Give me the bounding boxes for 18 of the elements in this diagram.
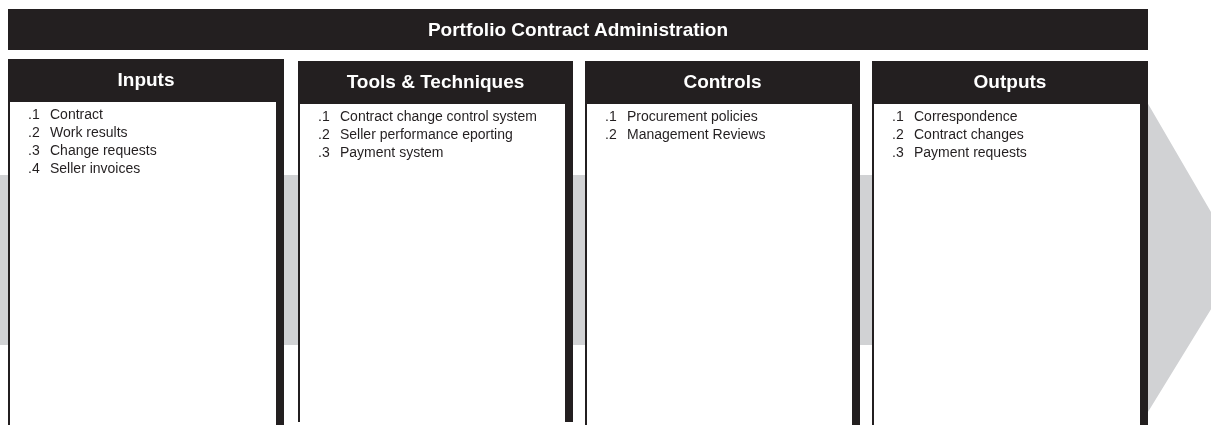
list-item: .3 Payment system <box>318 143 445 161</box>
list-item: .2 Management Reviews <box>605 125 767 143</box>
list-item: .1 Correspondence <box>892 107 1019 125</box>
column-heading: Outputs <box>972 70 1048 94</box>
column-heading: Tools & Techniques <box>345 70 526 94</box>
title-text: Portfolio Contract Administration <box>427 18 729 41</box>
list-item: .1 Contract <box>28 105 104 123</box>
list-item: .3 Payment requests <box>892 143 1028 161</box>
list-item: .1 Procurement policies <box>605 107 759 125</box>
list-item: .4 Seller invoices <box>28 159 142 177</box>
column-heading: Inputs <box>116 68 176 92</box>
list-item: .2 Seller performance eporting <box>318 125 514 143</box>
list-item: .2 Work results <box>28 123 129 141</box>
list-item: .3 Change requests <box>28 141 158 159</box>
title-bar <box>8 9 1148 50</box>
list-item: .1 Contract change control system <box>318 107 538 125</box>
column-heading: Controls <box>682 70 763 94</box>
list-item: .2 Contract changes <box>892 125 1025 143</box>
